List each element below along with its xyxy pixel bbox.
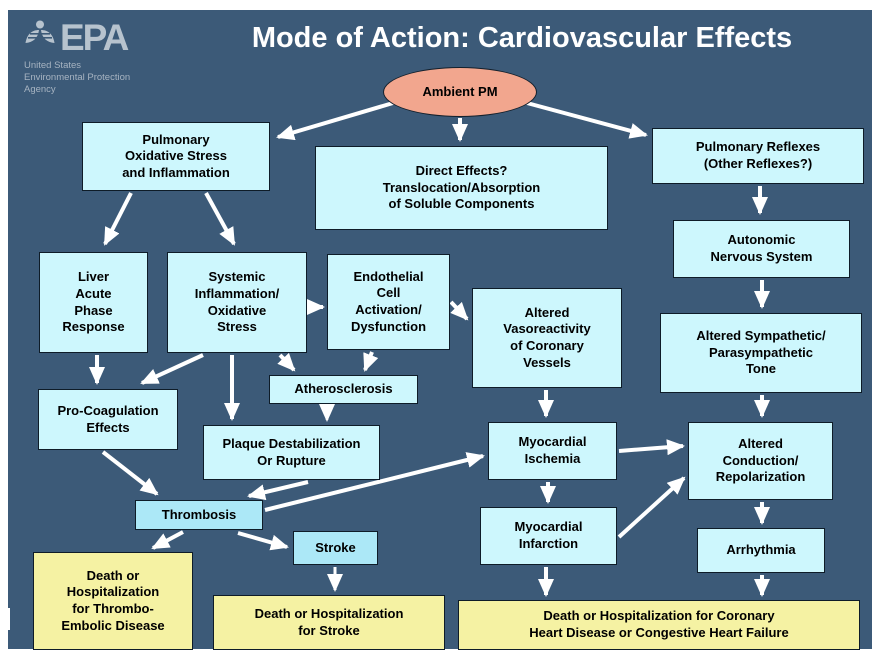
node-stroke: Stroke: [293, 531, 378, 565]
node-death-coronary-chf: Death or Hospitalization for Coronary He…: [458, 600, 860, 650]
epa-wordmark: EPA: [60, 17, 129, 58]
page-title: Mode of Action: Cardiovascular Effects: [251, 22, 793, 54]
node-plaque-destabilization: Plaque Destabilization Or Rupture: [203, 425, 380, 480]
node-arrhythmia: Arrhythmia: [697, 528, 825, 573]
node-pulmonary-oxidative-stress: Pulmonary Oxidative Stress and Inflammat…: [82, 122, 270, 191]
node-systemic-inflammation: Systemic Inflammation/ Oxidative Stress: [167, 252, 307, 353]
logo-tagline-line: Agency: [24, 83, 56, 95]
epa-flower-icon: [24, 18, 56, 57]
node-death-thrombo-embolic: Death or Hospitalization for Thrombo- Em…: [33, 552, 193, 650]
epa-logo: EPA United States Environmental Protecti…: [24, 18, 130, 96]
node-liver-acute-phase: Liver Acute Phase Response: [39, 252, 148, 353]
node-atherosclerosis: Atherosclerosis: [269, 375, 418, 404]
node-direct-effects: Direct Effects? Translocation/Absorption…: [315, 146, 608, 230]
logo-tagline-line: United States: [24, 60, 82, 71]
node-altered-conduction: Altered Conduction/ Repolarization: [688, 422, 833, 500]
node-altered-sympathetic-tone: Altered Sympathetic/ Parasympathetic Ton…: [660, 313, 862, 393]
node-myocardial-ischemia: Myocardial Ischemia: [488, 422, 617, 480]
node-altered-vasoreactivity: Altered Vasoreactivity of Coronary Vesse…: [472, 288, 622, 388]
node-thrombosis: Thrombosis: [135, 500, 263, 530]
logo-tagline-line: Environmental Protection: [24, 71, 131, 83]
node-pulmonary-reflexes: Pulmonary Reflexes (Other Reflexes?): [652, 128, 864, 184]
node-autonomic-nervous-system: Autonomic Nervous System: [673, 220, 850, 278]
slide-edge-gap: [0, 608, 10, 630]
node-endothelial-cell: Endothelial Cell Activation/ Dysfunction: [327, 254, 450, 350]
node-ambient-pm: Ambient PM: [383, 67, 537, 117]
node-myocardial-infarction: Myocardial Infarction: [480, 507, 617, 565]
node-death-stroke: Death or Hospitalization for Stroke: [213, 595, 445, 650]
node-pro-coagulation: Pro-Coagulation Effects: [38, 389, 178, 450]
